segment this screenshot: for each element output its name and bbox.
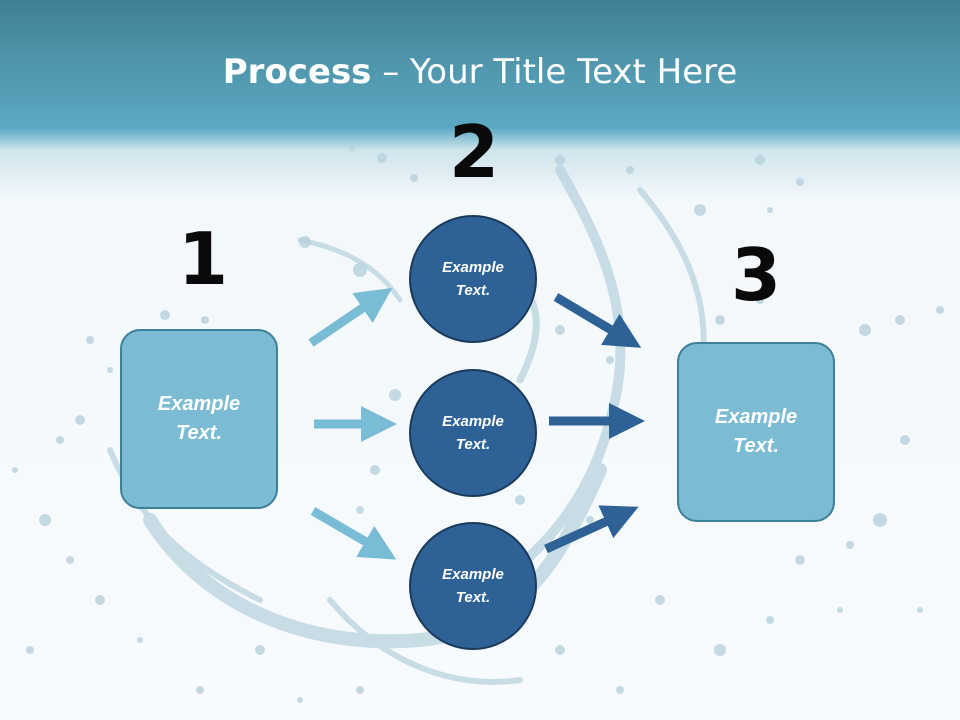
step-1-text: Example Text.: [157, 393, 241, 444]
circle-top-text: Example Text.: [442, 259, 504, 299]
arrow-bottom-to-right: [544, 505, 639, 554]
step-2-circle-middle: Example Text.: [409, 369, 537, 497]
step-number-3: 3: [731, 233, 782, 317]
step-1-box: Example Text.: [120, 329, 278, 509]
circle-middle-text: Example Text.: [442, 413, 504, 453]
step-2-circle-bottom: Example Text.: [409, 522, 537, 650]
step-3-text: Example Text.: [714, 406, 798, 457]
slide-title: Process – Your Title Text Here: [0, 52, 960, 92]
arrow-top-to-right: [553, 293, 642, 348]
title-bold: Process: [222, 52, 372, 92]
circle-bottom-text: Example Text.: [442, 566, 504, 606]
step-number-2: 2: [449, 110, 500, 194]
step-3-box: Example Text.: [677, 342, 835, 522]
arrow-left-to-bottom: [310, 507, 397, 560]
step-2-circle-top: Example Text.: [409, 215, 537, 343]
step-number-1: 1: [178, 217, 229, 301]
title-rest: – Your Title Text Here: [371, 52, 738, 92]
arrow-left-to-top: [308, 287, 393, 347]
